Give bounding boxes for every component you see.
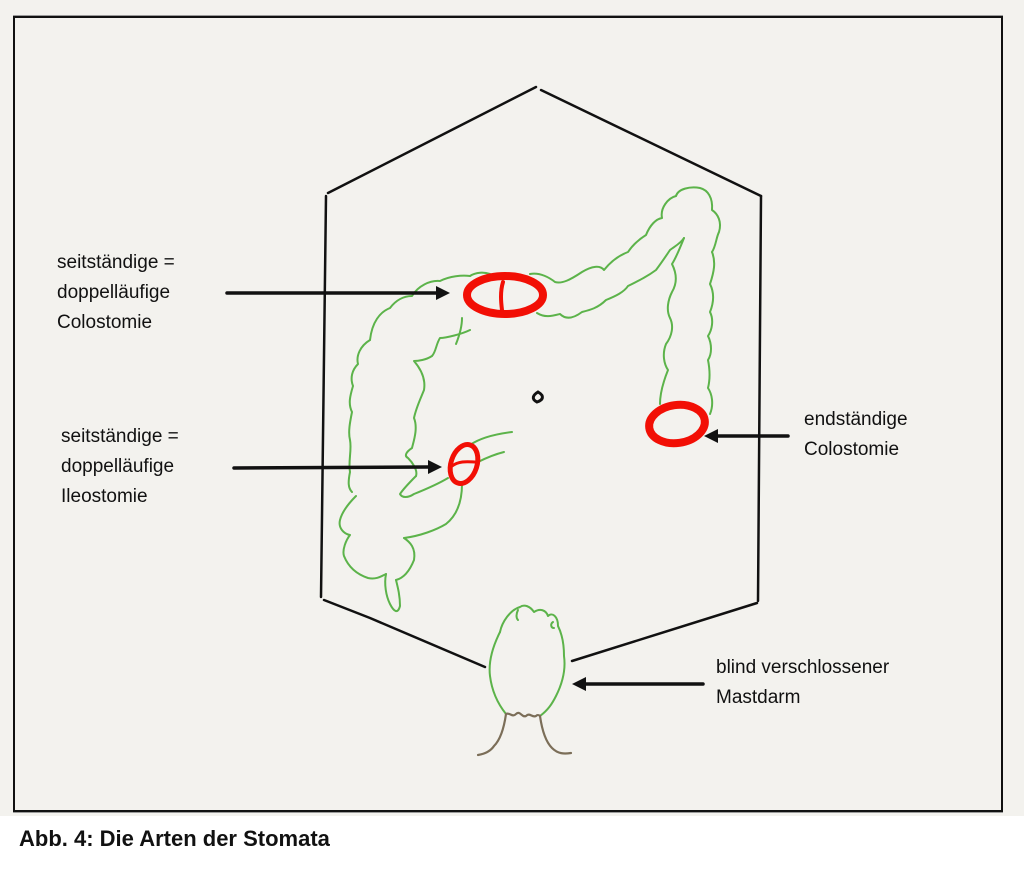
arrow-right-icon [225, 286, 450, 300]
figure-frame [13, 16, 1003, 812]
label-end-colostomy: endständige Colostomie [804, 405, 908, 465]
label-side-colostomy: seitständige = doppelläufige Colostomie [57, 248, 175, 338]
label-line: Colostomie [804, 439, 900, 460]
end-colostomy-stoma-icon [645, 400, 709, 448]
label-line: endständige [804, 409, 908, 430]
label-line: Mastdarm [716, 687, 801, 708]
stomas [447, 272, 709, 486]
arrow-left-icon [704, 429, 790, 443]
label-side-ileostomy: seitständige = doppelläufige Ileostomie [61, 422, 179, 512]
label-line: seitständige = [61, 426, 179, 447]
label-line: seitständige = [57, 252, 175, 273]
colon [338, 186, 722, 717]
label-blind-rectum: blind verschlossener Mastdarm [716, 653, 889, 713]
label-line: doppelläufige [57, 282, 171, 303]
torso-outline [319, 85, 763, 669]
label-line: blind verschlossener [716, 657, 890, 678]
arrow-left-icon [572, 677, 705, 691]
label-line: Ileostomie [61, 486, 148, 507]
arrows [225, 286, 790, 691]
label-line: doppelläufige [61, 456, 175, 477]
figure-caption: Abb. 4: Die Arten der Stomata [19, 826, 330, 851]
label-line: Colostomie [57, 312, 153, 333]
transverse-colostomy-stoma-icon [463, 272, 547, 318]
ileostomy-stoma-icon [447, 442, 481, 486]
anus [476, 711, 573, 757]
navel-icon [531, 390, 544, 404]
arrow-right-icon [232, 460, 442, 474]
